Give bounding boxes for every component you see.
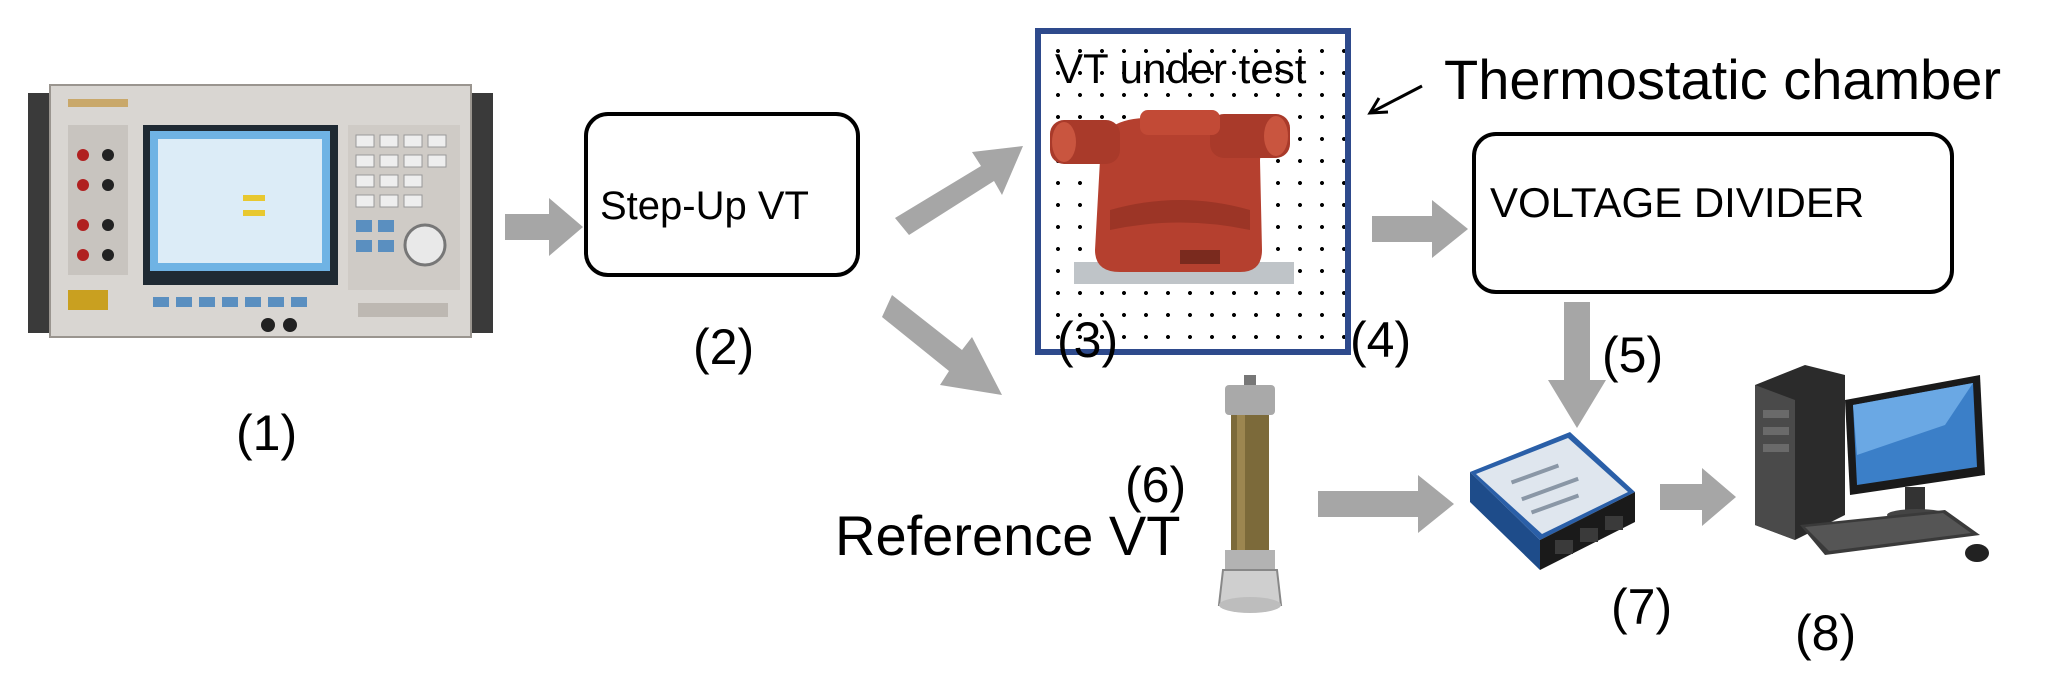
arrow-6-to-7 xyxy=(1318,475,1454,533)
voltage-divider-label: VOLTAGE DIVIDER xyxy=(1490,179,1865,226)
node-8-number: (8) xyxy=(1795,605,1857,661)
vt-under-test-label: VT under test xyxy=(1055,45,1307,92)
node-3-number: (3) xyxy=(1057,312,1119,368)
daq-module-icon xyxy=(1470,432,1640,582)
computer-icon xyxy=(1745,365,1990,570)
node-1-number: (1) xyxy=(236,405,298,461)
node-6-number: (6) xyxy=(1125,457,1187,513)
thermostatic-chamber-label: Thermostatic chamber xyxy=(1444,48,2002,111)
reference-vt-icon xyxy=(1215,375,1285,615)
arrow-2-to-3 xyxy=(895,146,1023,235)
arrow-1-to-2 xyxy=(505,198,583,256)
step-up-vt-label: Step-Up VT xyxy=(600,184,809,228)
step-up-vt-box: Step-Up VT xyxy=(584,112,860,277)
node-2-number: (2) xyxy=(693,319,755,375)
arrow-5-to-7 xyxy=(1548,302,1606,428)
vt-transformer-icon xyxy=(1050,100,1294,295)
arrow-3-to-5 xyxy=(1372,200,1468,258)
node-4-number: (4) xyxy=(1350,312,1412,368)
voltage-divider-box: VOLTAGE DIVIDER xyxy=(1472,132,1954,294)
node-7-number: (7) xyxy=(1611,579,1673,635)
node-5-number: (5) xyxy=(1602,327,1664,383)
reference-vt-label: Reference VT xyxy=(835,504,1181,567)
thermostatic-chamber-pointer xyxy=(1367,84,1423,115)
arrow-2-to-6 xyxy=(882,295,1002,395)
arrow-7-to-8 xyxy=(1660,468,1736,526)
calibrator-icon xyxy=(28,84,493,347)
